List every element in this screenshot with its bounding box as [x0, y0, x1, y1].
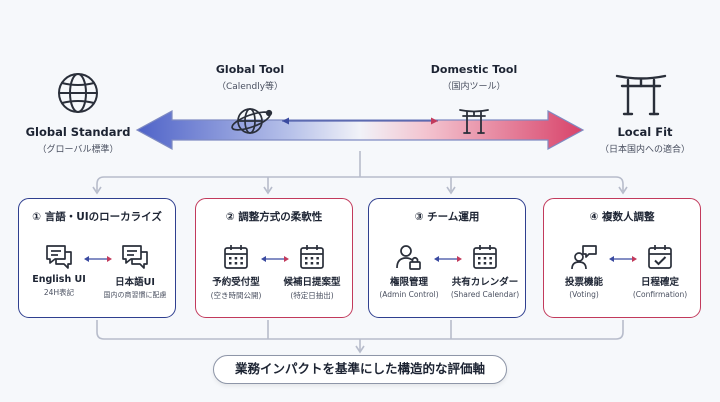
- item-sub: (Confirmation): [632, 290, 688, 299]
- global-tool-subtitle: （Calendly等）: [216, 82, 284, 92]
- calendar-icon: [224, 245, 248, 269]
- calendar-icon: [300, 245, 324, 269]
- double-arrow-icon: [609, 256, 637, 262]
- card-title: ① 言語・UIのローカライズ: [32, 211, 162, 223]
- card-localization: ① 言語・UIのローカライズ English UI 24H表記: [18, 198, 176, 318]
- top-connectors: [92, 151, 628, 195]
- card-title: ③ チーム運用: [414, 211, 480, 223]
- calendar-icon: [473, 245, 497, 269]
- item-booking: 予約受付型 (空き時間公開): [200, 243, 272, 301]
- global-standard-title: Global Standard: [25, 125, 131, 139]
- domestic-tool-subtitle: （国内ツール）: [442, 82, 506, 92]
- double-arrow-icon: [261, 256, 289, 262]
- item-english-ui: English UI 24H表記: [23, 243, 95, 298]
- item-voting: 投票機能 (Voting): [548, 243, 620, 299]
- card-title: ④ 複数人調整: [589, 211, 655, 223]
- global-standard-subtitle: （グローバル標準）: [37, 145, 119, 155]
- user-chat-icon: [571, 245, 597, 270]
- double-arrow-icon: [434, 256, 462, 262]
- item-label: 予約受付型: [212, 277, 260, 288]
- item-sub: (Admin Control): [379, 290, 439, 299]
- torii-icon: [615, 74, 667, 116]
- domestic-tool-title: Domestic Tool: [430, 63, 518, 76]
- card-team: ③ チーム運用 権限管理 (Admin Control): [368, 198, 526, 318]
- item-confirmation: 日程確定 (Confirmation): [624, 243, 696, 299]
- item-proposal: 候補日提案型 (特定日抽出): [276, 243, 348, 301]
- item-sub: (Voting): [569, 290, 599, 299]
- item-label: 投票機能: [564, 277, 603, 288]
- item-sub: (Shared Calendar): [450, 290, 520, 299]
- card-flexibility: ② 調整方式の柔軟性 予約受付型 (空き時間公開): [195, 198, 353, 318]
- card-multi-party: ④ 複数人調整 投票機能 (Voting): [543, 198, 701, 318]
- item-shared-calendar: 共有カレンダー (Shared Calendar): [449, 243, 521, 299]
- evaluation-axis-label: 業務インパクトを基準にした構造的な評価軸: [213, 355, 507, 384]
- item-label: 候補日提案型: [283, 277, 341, 288]
- item-japanese-ui: 日本語UI 国内の商習慣に配慮: [99, 243, 171, 300]
- item-label: 日本語UI: [115, 277, 155, 288]
- local-fit-subtitle: （日本国内への適合）: [599, 145, 690, 155]
- local-fit-title: Local Fit: [617, 125, 673, 139]
- calendar-check-icon: [648, 245, 672, 269]
- item-label: English UI: [32, 274, 86, 285]
- torii-small-icon: [459, 109, 489, 134]
- bottom-connectors: [96, 320, 624, 354]
- orbit-globe-icon: [231, 108, 273, 134]
- chat-icon: [46, 245, 72, 269]
- item-sub: 国内の商習慣に配慮: [103, 291, 167, 299]
- globe-icon: [58, 73, 98, 113]
- item-label: 日程確定: [640, 277, 679, 288]
- chat-icon: [122, 245, 148, 269]
- user-lock-icon: [396, 245, 421, 270]
- spectrum-arrow: [135, 109, 585, 151]
- global-tool-title: Global Tool: [215, 63, 285, 76]
- item-label: 権限管理: [389, 277, 428, 288]
- item-sub: (空き時間公開): [210, 291, 262, 300]
- double-arrow-icon: [84, 256, 112, 262]
- card-title: ② 調整方式の柔軟性: [225, 211, 323, 223]
- item-admin: 権限管理 (Admin Control): [373, 243, 445, 299]
- item-sub: 24H表記: [43, 288, 75, 297]
- item-label: 共有カレンダー: [451, 277, 519, 288]
- item-sub: (特定日抽出): [290, 291, 334, 300]
